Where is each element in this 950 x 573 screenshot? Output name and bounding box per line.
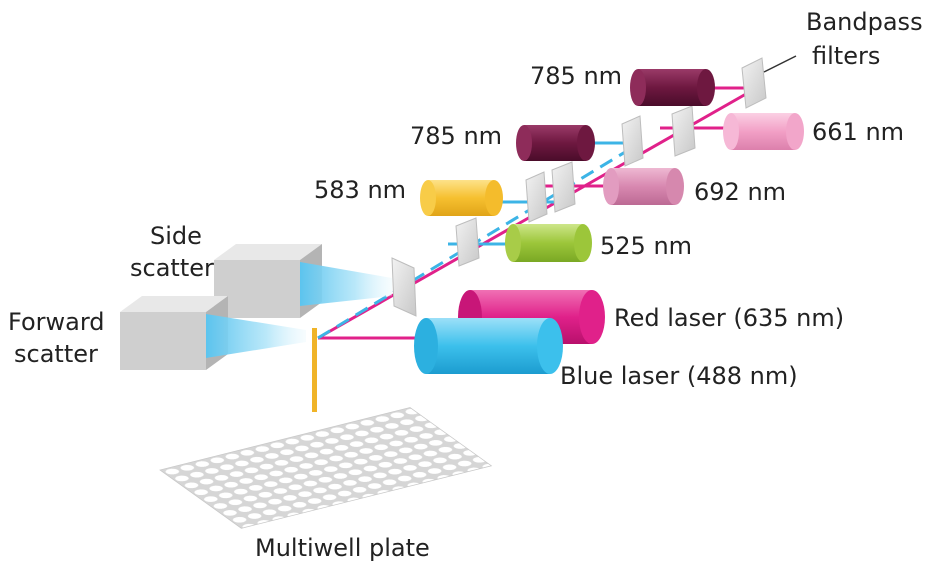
filter-661 (671, 105, 696, 157)
detector-525 (505, 224, 592, 262)
label-692: 692 nm (694, 178, 786, 206)
side-scatter-label-line1: Side (150, 222, 202, 250)
blue-laser (414, 318, 563, 374)
sample-stem (312, 328, 317, 412)
detector-692 (603, 168, 684, 205)
filter-side-scatter (391, 257, 417, 317)
forward-scatter-label-line2: scatter (14, 340, 98, 368)
bandpass-filters (391, 57, 767, 317)
detector-785-top (630, 69, 715, 106)
side-scatter-detector (214, 244, 392, 318)
detector-785-mid (516, 125, 595, 161)
blue-laser-label: Blue laser (488 nm) (560, 362, 798, 390)
detector-583 (420, 180, 503, 216)
label-525: 525 nm (600, 232, 692, 260)
label-661: 661 nm (812, 118, 904, 146)
filter-top (741, 57, 767, 109)
label-785-mid: 785 nm (410, 122, 502, 150)
forward-scatter-detector (120, 296, 306, 370)
label-785-top: 785 nm (530, 62, 622, 90)
filter-692 (551, 161, 576, 213)
multiwell-plate (159, 407, 493, 529)
forward-scatter-label-line1: Forward (8, 308, 105, 336)
multiwell-plate-label: Multiwell plate (255, 534, 430, 562)
side-scatter-light-cone (300, 262, 392, 306)
red-laser-label: Red laser (635 nm) (614, 304, 844, 332)
filter-785-mid (621, 115, 644, 167)
label-583: 583 nm (314, 176, 406, 204)
bandpass-label-line2: filters (812, 42, 880, 70)
filter-525 (455, 217, 480, 267)
side-scatter-label-line2: scatter (130, 254, 214, 282)
forward-scatter-light-cone (206, 314, 306, 358)
bandpass-leader-line (763, 55, 797, 73)
filter-583 (525, 171, 548, 223)
detector-661 (723, 113, 804, 150)
bandpass-label-line1: Bandpass (806, 8, 923, 36)
